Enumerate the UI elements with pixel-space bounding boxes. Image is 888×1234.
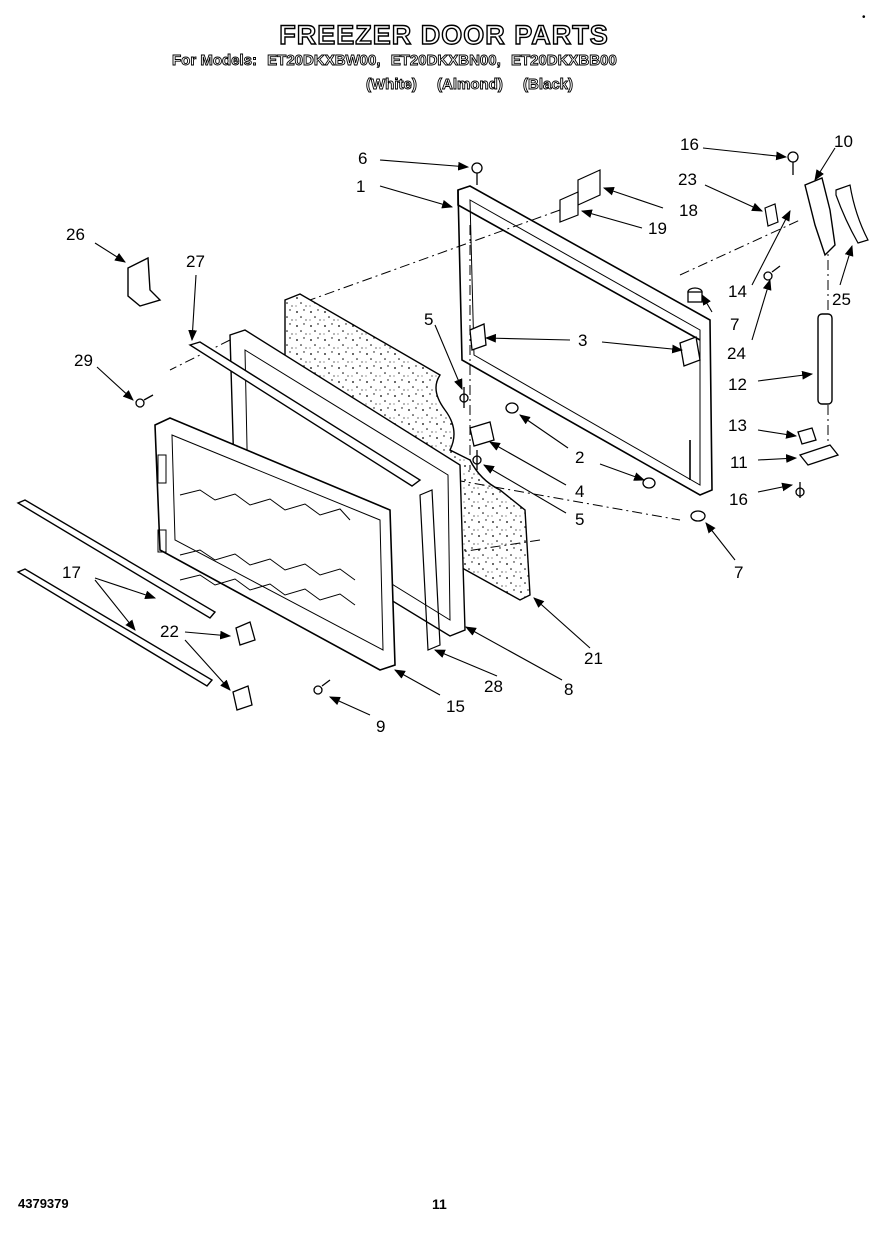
callout-17: 17 — [62, 563, 81, 582]
callout-1: 1 — [356, 177, 365, 196]
color-black: (Black) — [523, 76, 574, 94]
callout-5-lower: 5 — [575, 510, 584, 529]
callout-24: 24 — [727, 344, 746, 363]
page-title: FREEZER DOOR PARTS — [279, 19, 609, 50]
callout-7-upper: 7 — [730, 315, 739, 334]
top-hinge-part — [804, 177, 836, 257]
liner-shelf-ribs — [179, 489, 356, 606]
callout-15: 15 — [446, 697, 465, 716]
callout-16-upper: 16 — [680, 135, 699, 154]
callout-22: 22 — [160, 622, 179, 641]
callout-14: 14 — [728, 282, 747, 301]
callout-6: 6 — [358, 149, 367, 168]
callout-13: 13 — [728, 416, 747, 435]
callout-29: 29 — [74, 351, 93, 370]
model-almond: ET20DKXBN00, — [390, 52, 501, 70]
callout-28: 28 — [484, 677, 503, 696]
bottom-hinge-part — [797, 427, 840, 466]
callout-5-upper: 5 — [424, 310, 433, 329]
callout-18: 18 — [679, 201, 698, 220]
callout-16-lower: 16 — [729, 490, 748, 509]
callout-25: 25 — [832, 290, 851, 309]
callout-9: 9 — [376, 717, 385, 736]
callout-19: 19 — [648, 219, 667, 238]
callout-10: 10 — [834, 132, 853, 151]
callout-3: 3 — [578, 331, 587, 350]
color-almond: (Almond) — [437, 76, 504, 94]
callout-11: 11 — [730, 453, 748, 472]
callout-numbers: 1 2 3 4 5 5 6 7 7 8 9 10 11 12 13 14 15 … — [62, 132, 853, 736]
shelf-rail-lower — [16, 568, 214, 687]
hinge-pin-cover-part — [817, 313, 833, 405]
breaker-strip-part — [188, 341, 422, 487]
gasket-part — [419, 489, 441, 651]
model-white: ET20DKXBW00, — [267, 52, 381, 70]
models-prefix: For Models: — [172, 52, 258, 70]
colors-line: (White) (Almond) (Black) — [366, 76, 589, 94]
callout-4: 4 — [575, 482, 584, 501]
callout-26: 26 — [66, 225, 85, 244]
callout-8: 8 — [564, 680, 573, 699]
bracket-part — [127, 256, 162, 307]
models-line: For Models: ET20DKXBW00, ET20DKXBN00, ET… — [172, 52, 623, 70]
end-cap-upper — [235, 621, 256, 646]
hinge-shim-part — [764, 203, 779, 227]
hinge-cover-part — [835, 184, 869, 244]
callout-12: 12 — [728, 375, 747, 394]
color-white: (White) — [366, 76, 418, 94]
callout-27: 27 — [186, 252, 205, 271]
callout-2: 2 — [575, 448, 584, 467]
corner-mark: • — [862, 12, 866, 23]
hardware-screws — [135, 151, 805, 695]
shelf-rail-upper — [16, 499, 217, 619]
document-code: 4379379 — [18, 1196, 69, 1211]
page-number: 11 — [432, 1196, 447, 1212]
label-plate-part — [559, 169, 601, 223]
model-black: ET20DKXBB00 — [510, 52, 617, 70]
callout-23: 23 — [678, 170, 697, 189]
callout-7-lower: 7 — [734, 563, 743, 582]
callout-21: 21 — [584, 649, 603, 668]
door-frame-part — [457, 185, 713, 496]
end-cap-lower — [232, 685, 253, 711]
door-liner-part — [154, 417, 396, 671]
callout-leaders — [94, 147, 854, 716]
